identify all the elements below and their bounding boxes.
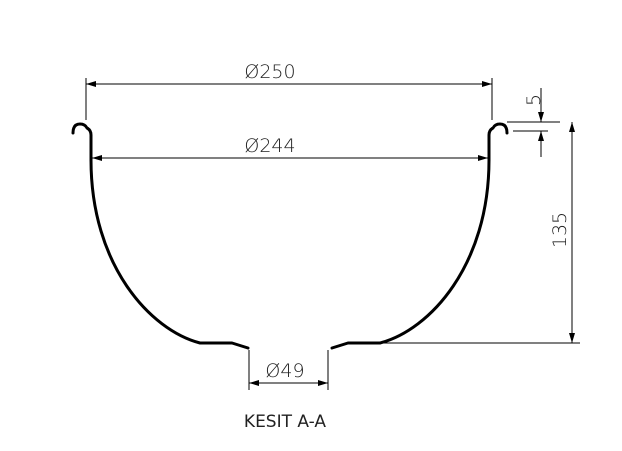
inner-diameter-label: Ø244 <box>244 135 295 157</box>
dimension-hole-diameter: Ø49 <box>248 350 329 390</box>
lip-height-label: 5 <box>523 94 545 106</box>
dimension-lip-height: 5 <box>507 88 560 157</box>
hole-diameter-label: Ø49 <box>265 360 304 382</box>
dimension-depth: 135 <box>380 122 580 344</box>
dimension-inner-diameter: Ø244 <box>92 135 488 161</box>
section-label: KESIT A-A <box>244 412 326 432</box>
outer-diameter-label: Ø250 <box>244 61 295 83</box>
dimension-outer-diameter: Ø250 <box>85 61 493 120</box>
depth-label: 135 <box>549 212 571 248</box>
bowl-profile <box>71 122 509 350</box>
